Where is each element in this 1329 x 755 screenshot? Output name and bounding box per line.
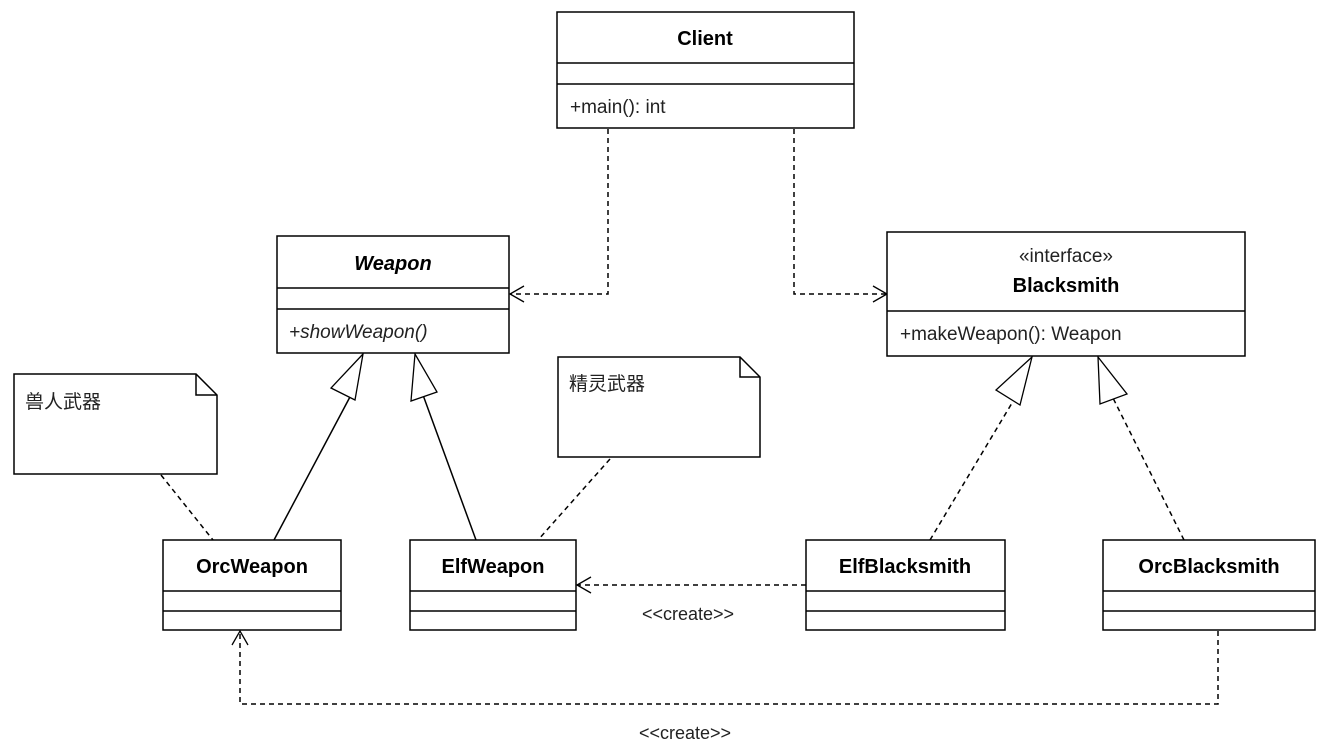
class-weapon[interactable]: Weapon +showWeapon() xyxy=(276,235,510,354)
elf-note-anchor xyxy=(537,458,611,541)
orcblacksmith-realization xyxy=(1097,355,1185,541)
class-name: Weapon xyxy=(354,253,431,275)
client-blacksmith-dependency xyxy=(793,129,889,303)
class-elf-blacksmith[interactable]: ElfBlacksmith xyxy=(805,539,1006,631)
elfblacksmith-realization xyxy=(929,355,1034,541)
orcweapon-generalization xyxy=(273,351,365,541)
elf-create-label: <<create>> xyxy=(642,604,734,624)
class-name: Client xyxy=(677,28,733,50)
realization-triangle-icon xyxy=(994,355,1034,407)
elfweapon-generalization xyxy=(410,351,477,541)
class-name: Blacksmith xyxy=(1013,275,1120,297)
class-client[interactable]: Client +main(): int xyxy=(556,11,855,129)
open-arrowhead-icon xyxy=(575,576,592,594)
class-method: +showWeapon() xyxy=(289,322,428,343)
elf-create-dependency xyxy=(575,576,806,594)
note-fold-icon xyxy=(195,374,217,396)
open-arrowhead-icon xyxy=(231,629,249,646)
note-elf-weapon[interactable]: 精灵武器 xyxy=(557,356,761,458)
class-name: ElfBlacksmith xyxy=(839,556,971,578)
note-text: 兽人武器 xyxy=(25,391,101,413)
note-orc-weapon[interactable]: 兽人武器 xyxy=(13,373,218,475)
orc-create-dependency xyxy=(231,629,1219,705)
class-orc-weapon[interactable]: OrcWeapon xyxy=(162,539,342,631)
orc-note-anchor xyxy=(160,474,214,541)
class-method: +makeWeapon(): Weapon xyxy=(900,324,1122,345)
class-orc-blacksmith[interactable]: OrcBlacksmith xyxy=(1102,539,1316,631)
generalization-triangle-icon xyxy=(410,351,438,402)
class-name: OrcBlacksmith xyxy=(1138,556,1279,578)
orc-create-label: <<create>> xyxy=(639,723,731,743)
client-weapon-dependency xyxy=(508,129,609,303)
class-name: OrcWeapon xyxy=(196,556,308,578)
class-method: +main(): int xyxy=(570,97,666,118)
realization-triangle-icon xyxy=(1097,355,1129,405)
interface-blacksmith[interactable]: «interface» Blacksmith +makeWeapon(): We… xyxy=(886,231,1246,357)
class-name: ElfWeapon xyxy=(442,556,545,578)
class-elf-weapon[interactable]: ElfWeapon xyxy=(409,539,577,631)
note-fold-icon xyxy=(739,357,760,378)
stereotype-label: «interface» xyxy=(1019,246,1113,267)
open-arrowhead-icon xyxy=(508,285,525,303)
note-text: 精灵武器 xyxy=(569,373,645,395)
generalization-triangle-icon xyxy=(329,351,365,401)
